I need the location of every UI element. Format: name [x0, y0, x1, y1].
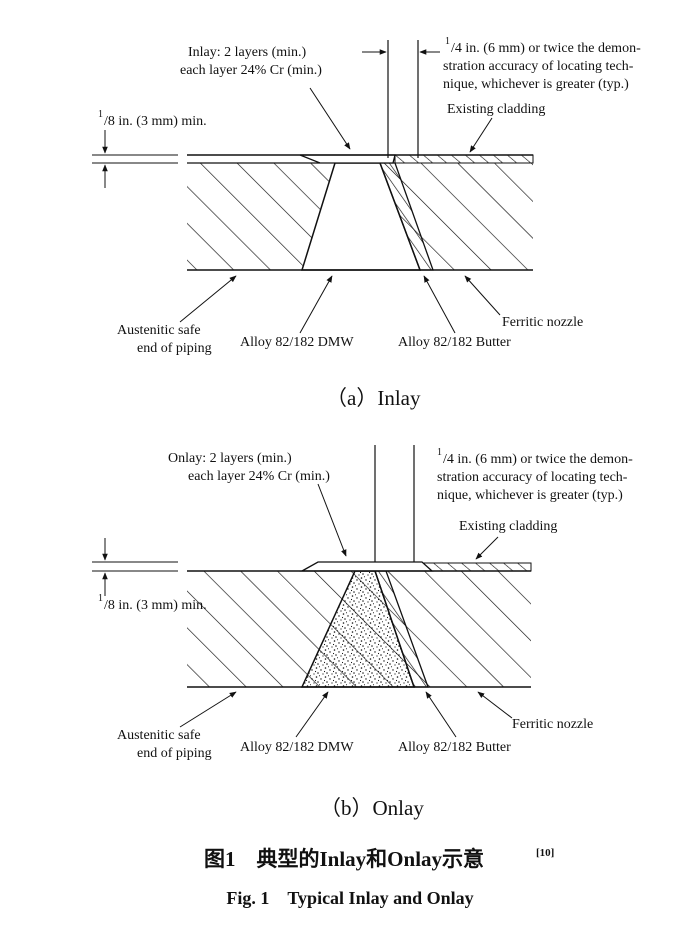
- onlay-label-width-2: stration accuracy of locating tech-: [437, 470, 628, 485]
- onlay-layer: [299, 561, 434, 572]
- onlay-label-butter: Alloy 82/182 Butter: [398, 740, 511, 755]
- inlay-label-ferritic: Ferritic nozzle: [502, 315, 583, 330]
- inlay-label-austenitic-2: end of piping: [137, 341, 212, 356]
- onlay-label-cladding: Existing cladding: [459, 519, 557, 534]
- onlay-diagram: [92, 445, 532, 738]
- inlay-label-width-fraction: 1: [445, 36, 450, 47]
- inlay-label-width-1: /4 in. (6 mm) or twice the demon-: [451, 41, 641, 56]
- figure-title-en: Fig. 1 Typical Inlay and Onlay: [226, 888, 473, 908]
- onlay-label-layers-2: each layer 24% Cr (min.): [188, 469, 330, 484]
- onlay-label-width-fraction: 1: [437, 447, 442, 458]
- inlay-caption: （a）Inlay: [326, 386, 421, 410]
- inlay-label-width-3: nique, whichever is greater (typ.): [443, 77, 629, 92]
- onlay-label-width-1: /4 in. (6 mm) or twice the demon-: [443, 452, 633, 467]
- onlay-label-thick-fraction: 1: [98, 593, 103, 604]
- figure-title-ref: [10]: [536, 847, 554, 859]
- onlay-label-width-3: nique, whichever is greater (typ.): [437, 488, 623, 503]
- inlay-label-layers-1: Inlay: 2 layers (min.): [188, 45, 307, 60]
- onlay-caption: （b）Onlay: [320, 796, 424, 820]
- inlay-label-cladding: Existing cladding: [447, 102, 545, 117]
- inlay-label-width-2: stration accuracy of locating tech-: [443, 59, 634, 74]
- onlay-label-austenitic-1: Austenitic safe: [117, 728, 201, 743]
- inlay-label-butter: Alloy 82/182 Butter: [398, 335, 511, 350]
- onlay-label-thick: /8 in. (3 mm) min.: [104, 598, 207, 613]
- onlay-label-ferritic: Ferritic nozzle: [512, 717, 593, 732]
- inlay-layer: [299, 154, 396, 164]
- figure-title-cn: 图1 典型的Inlay和Onlay示意: [204, 847, 484, 871]
- inlay-existing-cladding: [394, 154, 534, 164]
- onlay-label-austenitic-2: end of piping: [137, 746, 212, 761]
- inlay-diagram: [92, 40, 534, 334]
- inlay-label-austenitic-1: Austenitic safe: [117, 323, 201, 338]
- inlay-label-layers-2: each layer 24% Cr (min.): [180, 63, 322, 78]
- onlay-label-layers-1: Onlay: 2 layers (min.): [168, 451, 292, 466]
- inlay-label-dmw: Alloy 82/182 DMW: [240, 335, 354, 350]
- inlay-label-thick: /8 in. (3 mm) min.: [104, 114, 207, 129]
- inlay-label-thick-fraction: 1: [98, 109, 103, 120]
- onlay-label-dmw: Alloy 82/182 DMW: [240, 740, 354, 755]
